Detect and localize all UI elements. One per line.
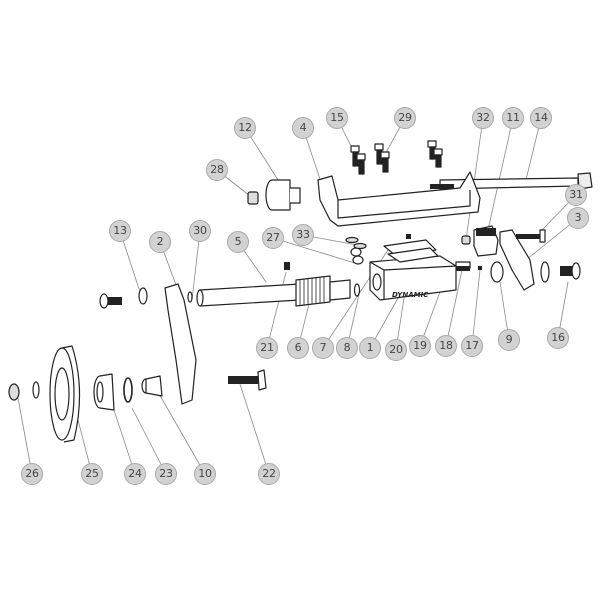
callout-15: 15 [326,107,348,129]
part-12-spacer [265,179,301,211]
callout-9: 9 [498,329,520,351]
part-30-ring [187,291,193,303]
callout-3: 3 [567,207,589,229]
callout-17: 17 [461,335,483,357]
callout-1: 1 [359,337,381,359]
part-21-screw [284,262,290,270]
leader-line-26 [17,397,33,475]
part-10-spacer [141,375,163,397]
part-7-oring [353,283,361,297]
leader-line-23 [131,407,167,475]
callout-6: 6 [287,337,309,359]
leader-line-27 [272,237,359,265]
leader-line-11 [487,117,514,231]
callout-20: 20 [385,339,407,361]
part-4-bracket [317,171,481,227]
callout-23: 23 [155,463,177,485]
part-15-bolts [350,145,366,175]
part-1-housing: DYNAMIC [369,255,457,301]
callout-32: 32 [472,107,494,129]
callout-26: 26 [21,463,43,485]
part-9-bushing [490,261,504,283]
callout-30: 30 [189,220,211,242]
leader-line-24 [109,397,136,475]
callout-28: 28 [206,159,228,181]
part-24-bearing [93,373,115,411]
part-25-wheel [49,345,81,443]
part-23-clip [123,377,133,403]
callout-2: 2 [149,231,171,253]
callout-14: 14 [530,107,552,129]
callout-27: 27 [262,227,284,249]
callout-29: 29 [394,107,416,129]
leader-line-30 [191,230,201,301]
part-13-washer [138,287,148,305]
callout-13: 13 [109,220,131,242]
housing-logo: DYNAMIC [392,291,429,299]
bolt-left [99,293,122,309]
callout-5: 5 [227,231,249,253]
callout-8: 8 [336,337,358,359]
callout-33: 33 [292,224,314,246]
callout-19: 19 [409,335,431,357]
callout-16: 16 [547,327,569,349]
part-18-key [454,261,471,271]
callout-22: 22 [258,463,280,485]
part-26-nut [8,383,20,401]
callout-21: 21 [256,337,278,359]
part-33-washers [345,236,367,250]
callout-4: 4 [292,117,314,139]
part-16-bolt [540,261,581,283]
callout-11: 11 [502,107,524,129]
leader-line-10 [157,391,206,475]
part-2-lever-arm [164,283,197,405]
callout-18: 18 [435,335,457,357]
part-27-nuts [350,247,364,265]
callout-31: 31 [565,184,587,206]
part-32-nut [461,235,471,245]
callout-10: 10 [194,463,216,485]
leader-line-22 [239,383,270,475]
leader-line-17 [471,269,481,347]
washer-left [32,381,40,399]
part-31-bolt [516,229,546,243]
callout-7: 7 [312,337,334,359]
part-11-block [473,225,499,257]
part-22-bolt [228,369,267,391]
part-5-shaft [196,283,301,307]
part-29-bolts [374,140,443,173]
part-3-arm [499,229,535,291]
part-20-plates [383,234,439,263]
callout-24: 24 [124,463,146,485]
callout-25: 25 [81,463,103,485]
callout-12: 12 [234,117,256,139]
part-28-nut [247,191,259,205]
part-17-pin [478,266,482,270]
part-6-threaded-section [295,275,351,307]
leader-line-18 [445,269,463,347]
